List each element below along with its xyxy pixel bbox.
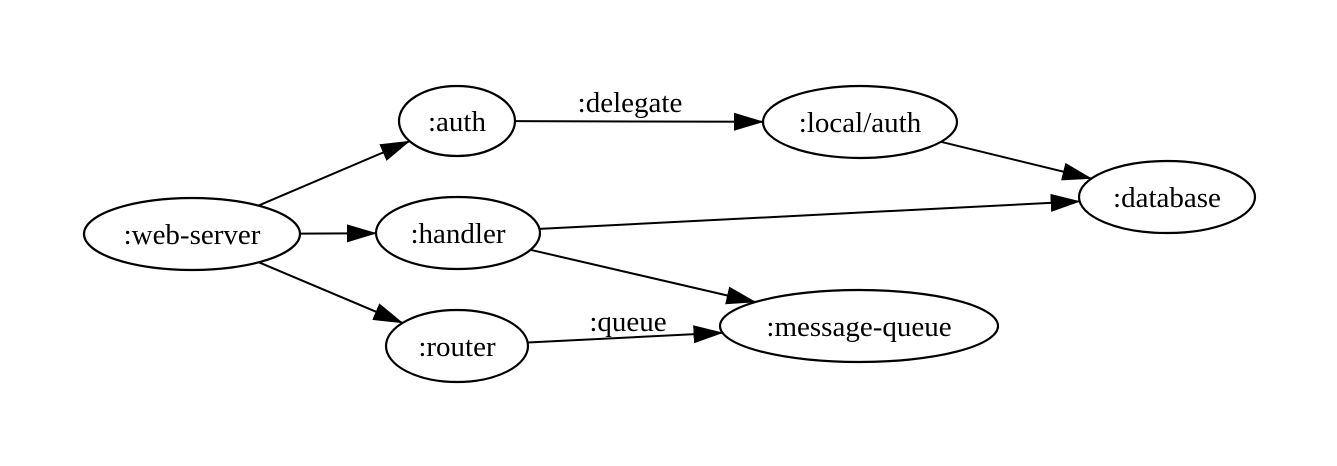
node-local-auth: :local/auth <box>761 84 959 160</box>
edge-web-server-to-auth <box>258 140 411 207</box>
node-ellipse <box>374 195 542 271</box>
edge-router-to-message-queue: :queue <box>527 306 724 344</box>
node-label: :web-server <box>124 219 261 251</box>
edge-line <box>258 140 411 207</box>
node-ellipse <box>1077 159 1257 235</box>
node-label: :router <box>418 331 496 363</box>
edge-label: :delegate <box>578 87 683 119</box>
node-web-server: :web-server <box>82 196 302 272</box>
edge-web-server-to-router <box>258 261 404 324</box>
edge-line <box>940 140 1093 181</box>
edge-line <box>539 193 1081 230</box>
node-label: :local/auth <box>799 107 922 139</box>
node-ellipse <box>82 196 302 272</box>
edge-line <box>527 325 724 344</box>
edge-line <box>530 248 757 305</box>
edge-handler-to-message-queue <box>530 248 757 305</box>
edge-line <box>258 261 404 324</box>
node-database: :database <box>1077 159 1257 235</box>
edge-auth-to-local-auth: :delegate <box>514 87 764 131</box>
node-ellipse <box>397 84 517 158</box>
edge-line <box>514 112 764 131</box>
node-handler: :handler <box>374 195 542 271</box>
node-label: :database <box>1113 182 1221 214</box>
node-router: :router <box>384 308 530 384</box>
edge-handler-to-database <box>539 193 1081 230</box>
node-label: :message-queue <box>766 311 951 343</box>
node-label: :handler <box>410 218 505 250</box>
edge-local-auth-to-database <box>940 140 1093 181</box>
node-auth: :auth <box>397 84 517 158</box>
node-ellipse <box>718 288 1000 364</box>
edge-label: :queue <box>589 306 666 338</box>
node-ellipse <box>761 84 959 160</box>
node-message-queue: :message-queue <box>718 288 1000 364</box>
node-ellipse <box>384 308 530 384</box>
node-label: :auth <box>428 106 486 138</box>
